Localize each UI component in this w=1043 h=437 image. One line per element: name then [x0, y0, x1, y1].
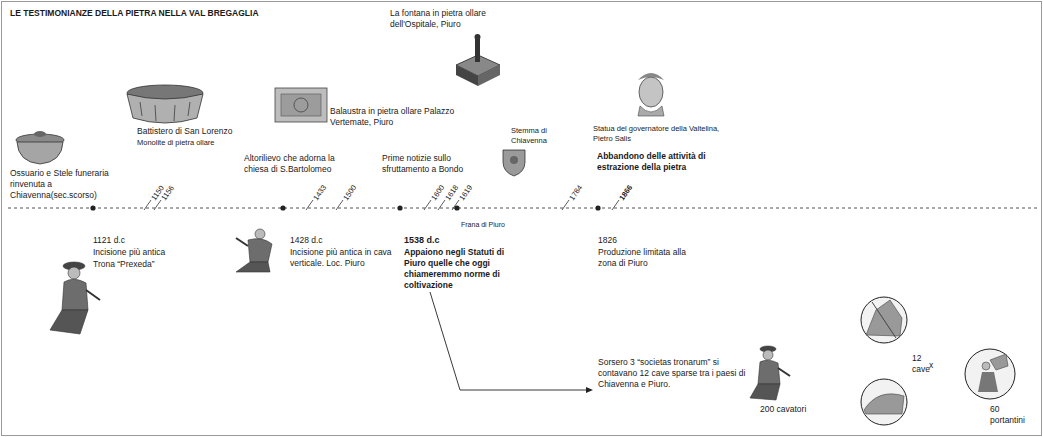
caption-text: Ossuario e Stele funeraria rinvenuta a C…	[10, 168, 128, 201]
event-text: Incisione più antica	[93, 247, 165, 258]
year-label: 1433	[311, 183, 328, 202]
event-text: Frana di Piuro	[461, 219, 505, 230]
stemma-picture	[503, 150, 525, 176]
fontana-picture	[456, 34, 500, 86]
year-label: 1866	[617, 183, 634, 202]
caption-text: Balaustra in pietra ollare Palazzo Verte…	[330, 106, 455, 128]
event-text: Produzione limitata alla zona di Piuro	[598, 247, 698, 269]
count-label: 60 portantini	[990, 404, 1032, 426]
caption-text: Prime notizie sullo sfruttamento a Bondo	[382, 153, 487, 175]
year-label: 1618	[443, 183, 460, 202]
worker-figure	[236, 229, 272, 272]
caption-text: Battistero di San Lorenzo	[137, 126, 232, 137]
timeline-axis	[8, 208, 1040, 209]
note-text: Sorsero 3 “societas tronarum” si contava…	[598, 357, 748, 390]
date-text: 1826	[598, 235, 617, 246]
leader-arrow	[430, 292, 593, 393]
event-text: Appaiono negli Statuti di Piuro quelle c…	[404, 247, 526, 291]
cave-circle	[861, 297, 907, 343]
year-label: 1619	[457, 183, 474, 202]
battistero-picture	[127, 85, 203, 123]
ossuario-picture	[16, 131, 64, 164]
caption-text: Altorilievo che adorna la chiesa di S.Ba…	[244, 153, 356, 175]
date-text: 1121 d.c	[93, 235, 125, 246]
caption-text: La fontana in pietra ollare dell'Ospital…	[390, 8, 515, 30]
count-label: 200 cavatori	[760, 404, 806, 415]
statua-picture	[638, 73, 664, 116]
date-text: 1538 d.c	[404, 235, 440, 246]
caption-text: Monolite di pietra ollare	[137, 137, 215, 148]
event-text: Trona “Prexeda”	[93, 259, 155, 270]
caption-text: Stemma di Chiavenna	[511, 126, 561, 146]
balaustra-picture	[275, 88, 327, 122]
year-label: 1600	[429, 183, 446, 202]
event-text: Incisione più antica in cava verticale. …	[290, 247, 398, 269]
date-text: 1428 d.c	[290, 235, 323, 246]
cave-circle	[861, 379, 907, 425]
diagram-title: LE TESTIMONIANZE DELLA PIETRA NELLA VAL …	[10, 8, 259, 19]
timeline-dots	[90, 205, 600, 210]
year-ticks	[144, 200, 619, 210]
caption-text: Statua del governatore della Valtelina, …	[593, 124, 723, 144]
portantini-circle	[965, 349, 1015, 399]
worker-figure	[750, 346, 790, 400]
year-label: 1500	[341, 183, 358, 202]
year-label: 1784	[567, 183, 584, 202]
worker-figure	[50, 262, 100, 334]
operator-label: x	[929, 360, 933, 371]
event-text: Abbandono delle attività di estrazione d…	[597, 151, 737, 173]
